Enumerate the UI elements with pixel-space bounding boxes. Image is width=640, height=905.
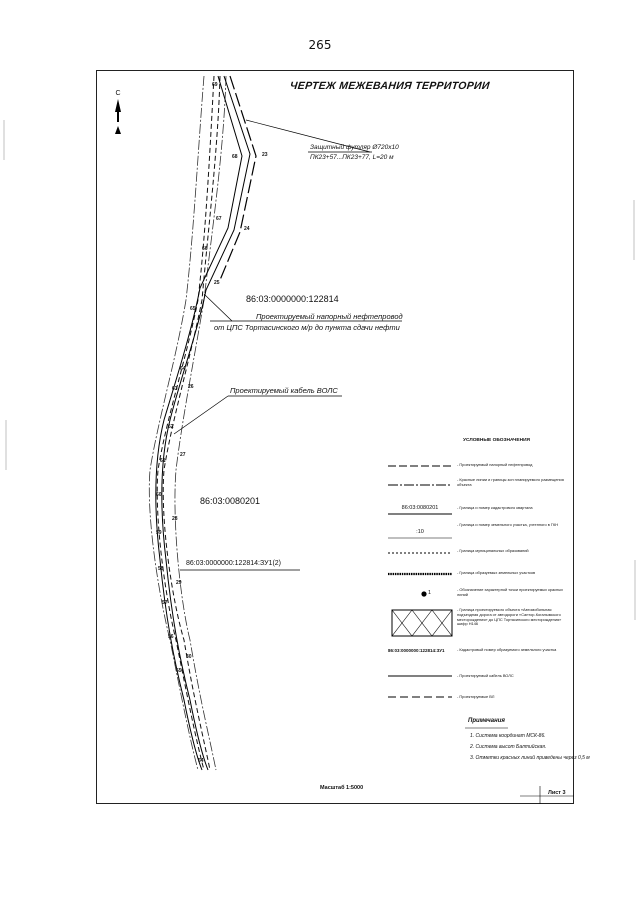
point-label: 69 [212,82,218,88]
drawing-title: ЧЕРТЕЖ МЕЖЕВАНИЯ ТЕРРИТОРИИ [289,80,491,92]
point-label: 61 [160,458,166,464]
point-label: 30 [186,654,192,660]
corridor-right-boundary [174,75,227,771]
legend-title: УСЛОВНЫЕ ОБОЗНАЧЕНИЯ [463,438,530,443]
pipeline-label-line2: от ЦПС Тортасинского м/р до пункта сдачи… [214,323,400,332]
legend-point-symbol [421,591,427,597]
casing-label-line1: Защитный футляр Ø720х10 [310,144,399,151]
legend-item-label: 86:03:0000000:122814:ЗУ1 [388,648,445,653]
point-label: 57 [162,600,168,606]
point-label: 54 [198,758,204,764]
north-arrow [115,99,121,134]
point-label: 56 [168,634,174,640]
corridor-left-boundary [148,75,205,771]
legend-item-text: - Проектируемые ВЛ [457,694,495,699]
point-label: 63 [172,386,178,392]
point-label: 68 [232,154,238,160]
cable-label: Проектируемый кабель ВОЛС [230,386,338,395]
pipeline-leader [203,293,233,322]
point-label: 24 [244,226,250,232]
casing-label-line2: ПК23+57...ПК23+77, L=20 м [310,154,394,161]
legend-item-label: 86:03:0080201 [401,505,439,511]
legend-item-label: :10 [416,529,424,535]
legend-item-text: - Проектируемый напорный нефтепровод [457,462,533,467]
parcel-main: 86:03:0000000:122814 [246,294,339,304]
point-label: 59 [156,530,162,536]
note-item: 2. Система высот Балтийская. [470,744,547,750]
new-plot-boundary [161,75,251,771]
pipeline-label-line1: Проектируемый напорный нефтепровод [256,312,403,321]
note-item: 1. Система координат МСК-86. [470,733,546,739]
point-label: 29 [176,580,182,586]
north-arrow-label: С [115,90,121,97]
drawing-sheet-frame [96,70,574,804]
legend-item-label: 1 [428,590,432,596]
point-label: 26 [188,384,194,390]
parcel-block: 86:03:0080201 [200,496,261,506]
cable-leader [173,395,229,435]
point-label: 23 [262,152,268,158]
parcel-new: 86:03:0000000:122814:ЗУ1(2) [186,560,282,567]
legend-item-text: - Обозначение характерной точки проектир… [457,587,563,597]
legend-item-text: - Граница образуемых земельных участков [457,570,536,575]
red-line-left [156,75,215,771]
legend-item-text: - Красные линии и границы зон планируемо… [457,477,564,487]
point-label: 65 [190,306,196,312]
point-label: 62 [168,424,174,430]
point-label: 66 [202,246,208,252]
point-label: 25 [214,280,220,286]
legend-graphics [388,465,453,698]
scale-label: Масштаб 1:5000 [320,785,364,791]
scan-noise [3,120,636,620]
legend-item-text: - Граница муниципальных образований [457,548,529,553]
point-label: 67 [216,216,222,222]
legend-item-text: - Проектируемый кабель ВОЛС [457,673,514,678]
casing-leader [245,119,371,153]
point-label: 27 [180,452,186,458]
point-label: 28 [172,516,178,522]
point-label: 55 [176,668,182,674]
point-label: 60 [156,492,162,498]
pipeline-route [219,75,257,281]
point-label: 64 [180,366,186,372]
sheet-number: Лист 3 [548,790,566,796]
point-label: 58 [158,566,164,572]
legend-item-text: - Граница и номер кадастрового квартала [457,505,533,510]
legend-item-text: - Граница и номер земельного участка, уч… [457,522,559,527]
legend-item-text: - Граница проектируемого объекта «Автомо… [457,607,562,627]
red-line-right [162,75,221,771]
page-number: 265 [308,38,332,52]
new-plot-boundary-inner [155,75,243,771]
notes-title: Примечания [468,718,505,724]
note-item: 3. Отметки красных линий приведены через… [470,755,590,761]
legend-item-text: - Кадастровый номер образуемого земельно… [457,647,557,652]
